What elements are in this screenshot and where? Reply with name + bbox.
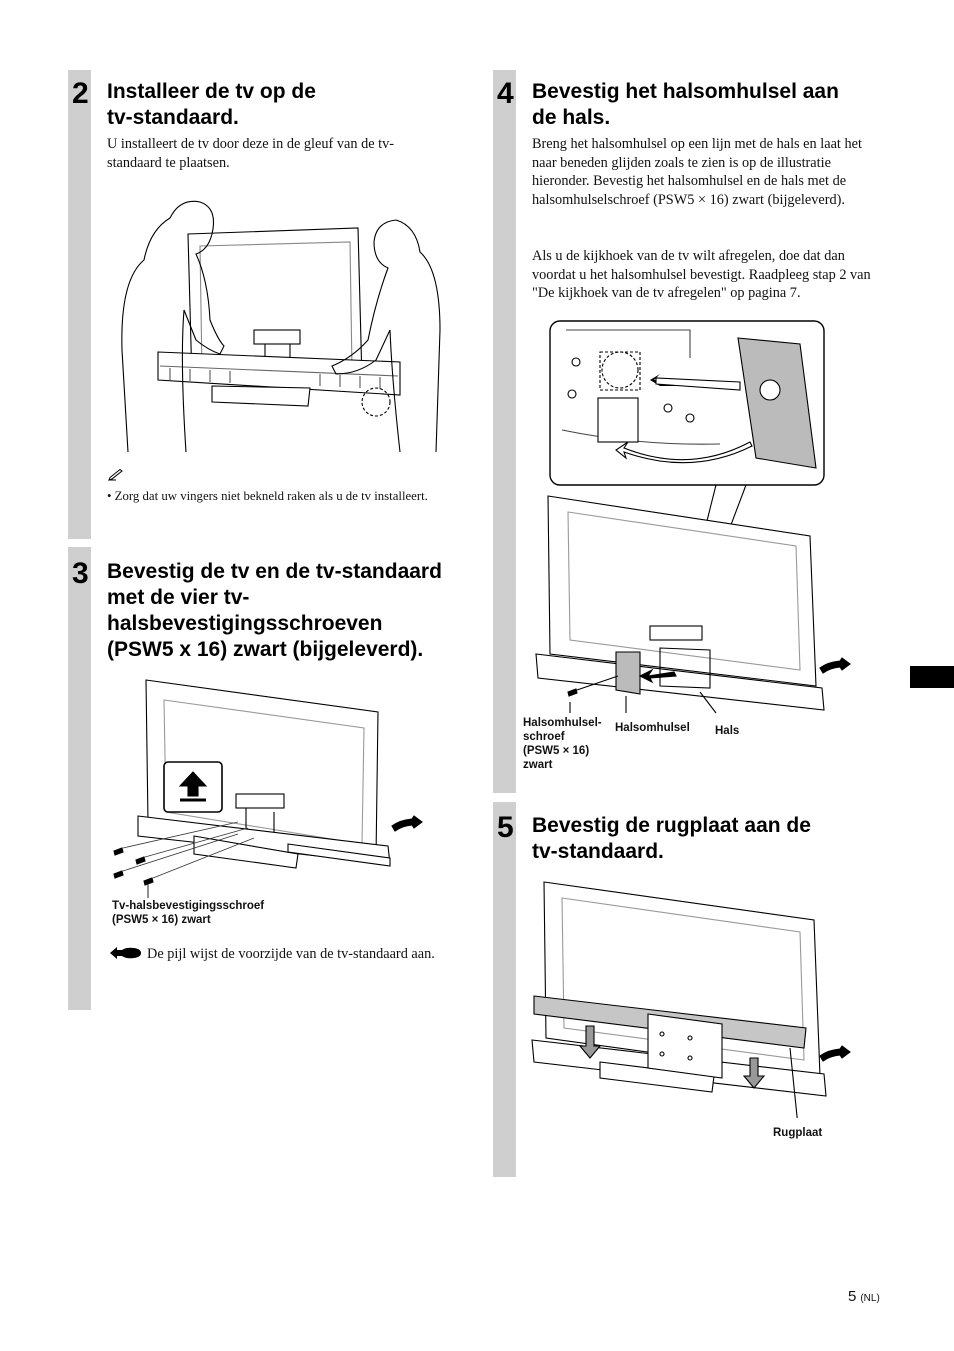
- step3-arrow-note: De pijl wijst de voorzijde van de tv-sta…: [147, 946, 435, 962]
- step3-illustration: [108, 676, 428, 898]
- step4-number: 4: [497, 77, 514, 110]
- direction-arrow-icon: [108, 946, 142, 960]
- step2-note: • Zorg dat uw vingers niet bekneld raken…: [107, 489, 428, 503]
- step4-label-cover: Halsomhulsel: [615, 722, 690, 734]
- step2-title: Installeer de tv op de tv-standaard.: [107, 80, 316, 129]
- step4-label-neck: Hals: [715, 725, 740, 737]
- step4-body-2: Als u de kijkhoek van de tv wilt afregel…: [532, 248, 871, 301]
- step5-label-backplate: Rugplaat: [773, 1127, 823, 1139]
- step5-number: 5: [497, 811, 514, 844]
- step5-illustration: [528, 878, 868, 1118]
- note-pencil-icon: [108, 469, 124, 481]
- step2-number: 2: [72, 77, 89, 110]
- step4-body-1: Breng het halsomhulsel op een lijn met d…: [532, 136, 862, 208]
- page-number: 5(NL): [848, 1288, 880, 1305]
- step2-body: U installeert de tv door deze in de gleu…: [107, 136, 395, 171]
- step4-title: Bevestig het halsomhulsel aan de hals.: [532, 80, 839, 129]
- step5-bar: [493, 802, 516, 1177]
- step3-screw-caption: Tv-halsbevestigingsschroef (PSW5 × 16) z…: [112, 900, 265, 926]
- step3-bar: [68, 547, 91, 1010]
- step4-bar: [493, 70, 516, 793]
- section-tab-marker: [910, 666, 954, 688]
- step4-label-screw: Halsomhulsel- schroef (PSW5 × 16) zwart: [523, 717, 602, 771]
- step4-illustration: [520, 318, 865, 726]
- step2-bar: [68, 70, 91, 539]
- step2-illustration: [100, 190, 460, 452]
- step5-title: Bevestig de rugplaat aan de tv-standaard…: [532, 814, 811, 863]
- step3-title: Bevestig de tv en de tv-standaard met de…: [107, 560, 442, 661]
- step3-number: 3: [72, 557, 89, 590]
